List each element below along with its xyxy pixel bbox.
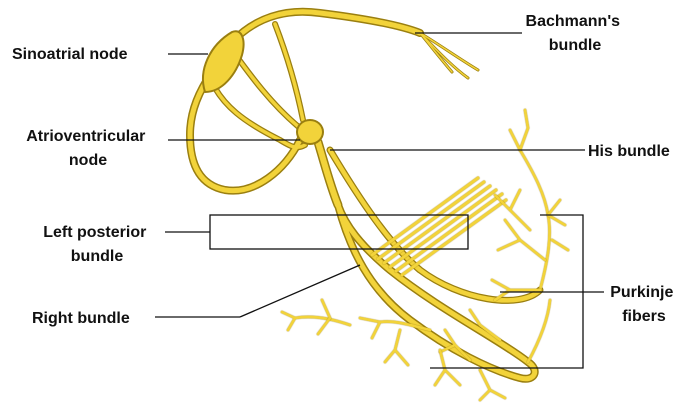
leader-right-bundle-diag xyxy=(240,265,360,317)
label-purkinje-fibers: Purkinje fibers xyxy=(610,284,678,325)
label-his-bundle: His bundle xyxy=(588,143,670,160)
sinoatrial-node-shape xyxy=(203,31,244,92)
label-bachmanns-bundle: Bachmann's bundle xyxy=(526,13,625,54)
label-left-posterior-bundle: Left posterior bundle xyxy=(43,224,151,265)
label-right-bundle: Right bundle xyxy=(32,310,130,327)
atrioventricular-node-shape xyxy=(297,120,323,144)
label-atrioventricular-node: Atrioventricular node xyxy=(26,128,150,169)
conduction-system xyxy=(190,12,568,400)
left-posterior-fascicles xyxy=(372,178,506,275)
label-sinoatrial-node: Sinoatrial node xyxy=(12,46,128,63)
